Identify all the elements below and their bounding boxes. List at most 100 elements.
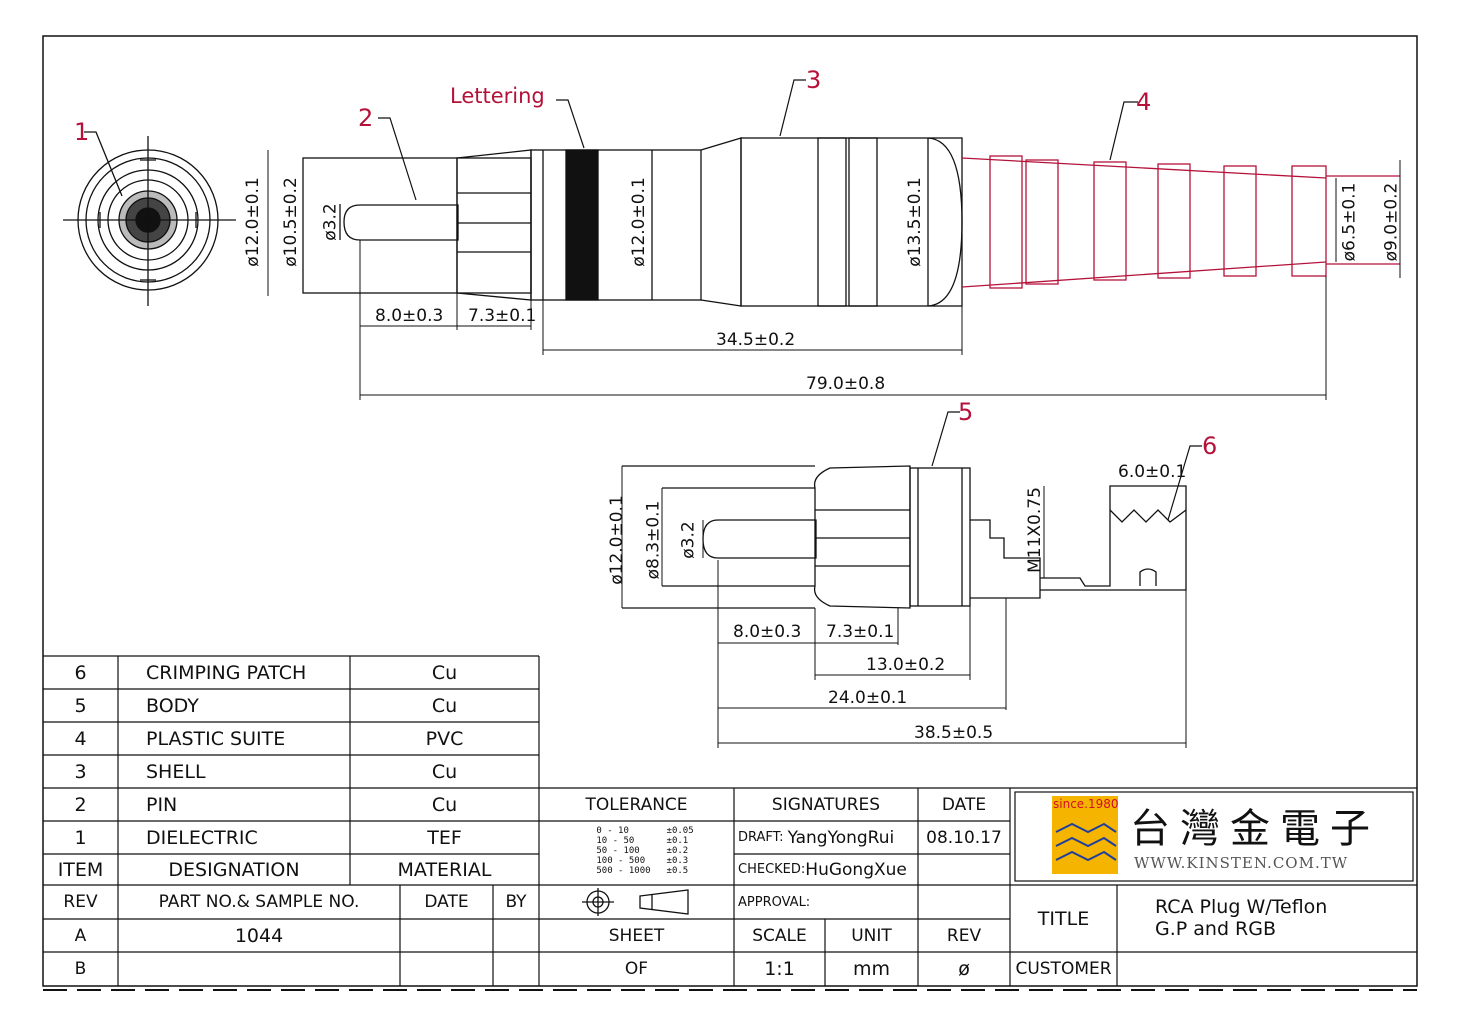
- dim-bot-len-b: 24.0±0.1: [828, 688, 908, 708]
- tolerance-value: ±0.2: [666, 846, 689, 856]
- unit-value: mm: [852, 958, 891, 980]
- scale-value: 1:1: [764, 958, 795, 980]
- checked-label: CHECKED:: [738, 862, 806, 877]
- rev-row-a-part: 1044: [234, 924, 284, 947]
- bom-designation: PLASTIC SUITE: [146, 727, 286, 750]
- callout-1-leader: [84, 131, 123, 197]
- bom-material: Cu: [431, 661, 458, 684]
- bottom-dimension-lines: [621, 466, 1187, 748]
- draft-cell: DRAFT: YangYongRui: [734, 821, 918, 854]
- draft-name: YangYongRui: [787, 827, 895, 848]
- top-dimension-lines: [267, 138, 1401, 400]
- rev-header-part: PART NO.& SAMPLE NO.: [158, 892, 360, 912]
- title-label: TITLE: [1037, 907, 1090, 930]
- projection-symbol: [582, 888, 689, 916]
- rev-row-b-rev: B: [74, 959, 87, 979]
- title-block-grid: [43, 655, 1417, 986]
- approval-cell: APPROVAL:: [734, 885, 918, 919]
- dim-top-pin-length: 8.0±0.3: [375, 306, 444, 326]
- tolerance-range: 100 - 500: [596, 856, 646, 866]
- bom-material: Cu: [431, 694, 458, 717]
- of-label: OF: [624, 959, 649, 979]
- callout-6: 6: [1202, 432, 1218, 460]
- bom-designation: SHELL: [146, 760, 206, 783]
- bom-material: PVC: [425, 727, 464, 750]
- rev-header-rev: REV: [63, 892, 98, 912]
- draft-date: 08.10.17: [926, 827, 1002, 848]
- checked-name: HuGongXue: [805, 859, 907, 880]
- draft-label: DRAFT:: [738, 830, 784, 845]
- dim-bot-collar-length: 7.3±0.1: [826, 622, 895, 642]
- callout-5: 5: [958, 398, 974, 426]
- body-side-view: [622, 465, 1187, 609]
- dim-top-collar-length: 7.3±0.1: [468, 306, 537, 326]
- tolerance-ranges: 0 - 10 10 - 50 50 - 100 100 - 500 500 - …: [596, 826, 650, 882]
- tolerance-range: 500 - 1000: [596, 866, 651, 876]
- dim-bot-inner-dia: ø8.3±0.1: [643, 500, 664, 580]
- tolerance-values: ±0.05 ±0.1 ±0.2 ±0.3 ±0.5: [667, 826, 694, 882]
- tolerance-range: 0 - 10: [596, 826, 629, 836]
- dim-bot-pin-dia: ø3.2: [678, 521, 699, 559]
- bom-item: 5: [74, 694, 87, 717]
- title-line-1: RCA Plug W/Teflon: [1155, 896, 1328, 918]
- dim-top-body-dia: ø12.0±0.1: [242, 177, 263, 267]
- rev-label: REV: [946, 925, 982, 946]
- dim-top-grip-dia: ø13.5±0.1: [904, 177, 925, 267]
- bom-item: 1: [74, 826, 87, 849]
- bom-designation: DIELECTRIC: [146, 826, 258, 849]
- dim-top-pin-dia: ø3.2: [320, 203, 341, 241]
- dim-bot-len-a: 13.0±0.2: [866, 655, 946, 675]
- logo-since: since.1980: [1053, 797, 1119, 811]
- dim-top-cable-dia: ø6.5±0.1: [1339, 182, 1360, 262]
- dim-top-total-length: 79.0±0.8: [806, 374, 886, 394]
- bom-designation: PIN: [146, 793, 178, 816]
- bom-material: TEF: [427, 826, 462, 849]
- title-line-2: G.P and RGB: [1155, 918, 1277, 940]
- bom-material: Cu: [431, 793, 458, 816]
- unit-label: UNIT: [851, 925, 892, 946]
- bom-material: Cu: [431, 760, 458, 783]
- rev-header-date: DATE: [424, 892, 469, 912]
- dim-bot-body-dia: ø12.0±0.1: [606, 495, 627, 585]
- bom-header-designation: DESIGNATION: [168, 858, 300, 881]
- company-website: WWW.KINSTEN.COM.TW: [1134, 854, 1349, 872]
- title-value: RCA Plug W/Teflon G.P and RGB: [1155, 896, 1327, 940]
- bom-item: 6: [74, 661, 87, 684]
- sheet-label: SHEET: [608, 925, 665, 946]
- bom-item: 4: [74, 727, 87, 750]
- date-header: DATE: [941, 794, 987, 815]
- tolerance-value: ±0.1: [666, 836, 689, 846]
- tolerance-range: 50 - 100: [596, 846, 640, 856]
- tolerance-value: ±0.3: [666, 856, 689, 866]
- tolerance-chart: 0 - 10 10 - 50 50 - 100 100 - 500 500 - …: [560, 826, 730, 882]
- dim-top-inner-dia: ø10.5±0.2: [280, 177, 301, 267]
- dim-bot-thread: M11X0.75: [1024, 487, 1045, 573]
- bom-header-material: MATERIAL: [397, 858, 492, 881]
- scale-label: SCALE: [752, 925, 807, 946]
- tolerance-value: ±0.05: [666, 826, 694, 836]
- dim-bot-pin-length: 8.0±0.3: [733, 622, 802, 642]
- customer-label: CUSTOMER: [1015, 959, 1112, 979]
- rev-value: ø: [958, 958, 970, 980]
- bom-header-item: ITEM: [57, 858, 104, 881]
- bom-designation: BODY: [146, 694, 199, 717]
- bom-designation: CRIMPING PATCH: [146, 661, 307, 684]
- signatures-header: SIGNATURES: [771, 794, 881, 815]
- tolerance-value: ±0.5: [666, 866, 689, 876]
- checked-cell: CHECKED: HuGongXue: [734, 854, 918, 885]
- callout-3: 3: [806, 66, 822, 94]
- company-name-cn: 台灣金電子: [1130, 806, 1380, 852]
- dim-top-sleeve-dia: ø9.0±0.2: [1381, 182, 1402, 262]
- top-callout-leaders: [378, 79, 1138, 201]
- bom-item: 3: [74, 760, 87, 783]
- rev-header-by: BY: [505, 892, 527, 912]
- end-view: [63, 131, 236, 306]
- rev-row-a-rev: A: [74, 925, 87, 946]
- dim-bot-patch-width: 6.0±0.1: [1118, 462, 1187, 482]
- dim-bot-total-length: 38.5±0.5: [914, 723, 994, 743]
- bom-item: 2: [74, 793, 87, 816]
- callout-1: 1: [74, 118, 90, 146]
- callout-4: 4: [1136, 88, 1152, 116]
